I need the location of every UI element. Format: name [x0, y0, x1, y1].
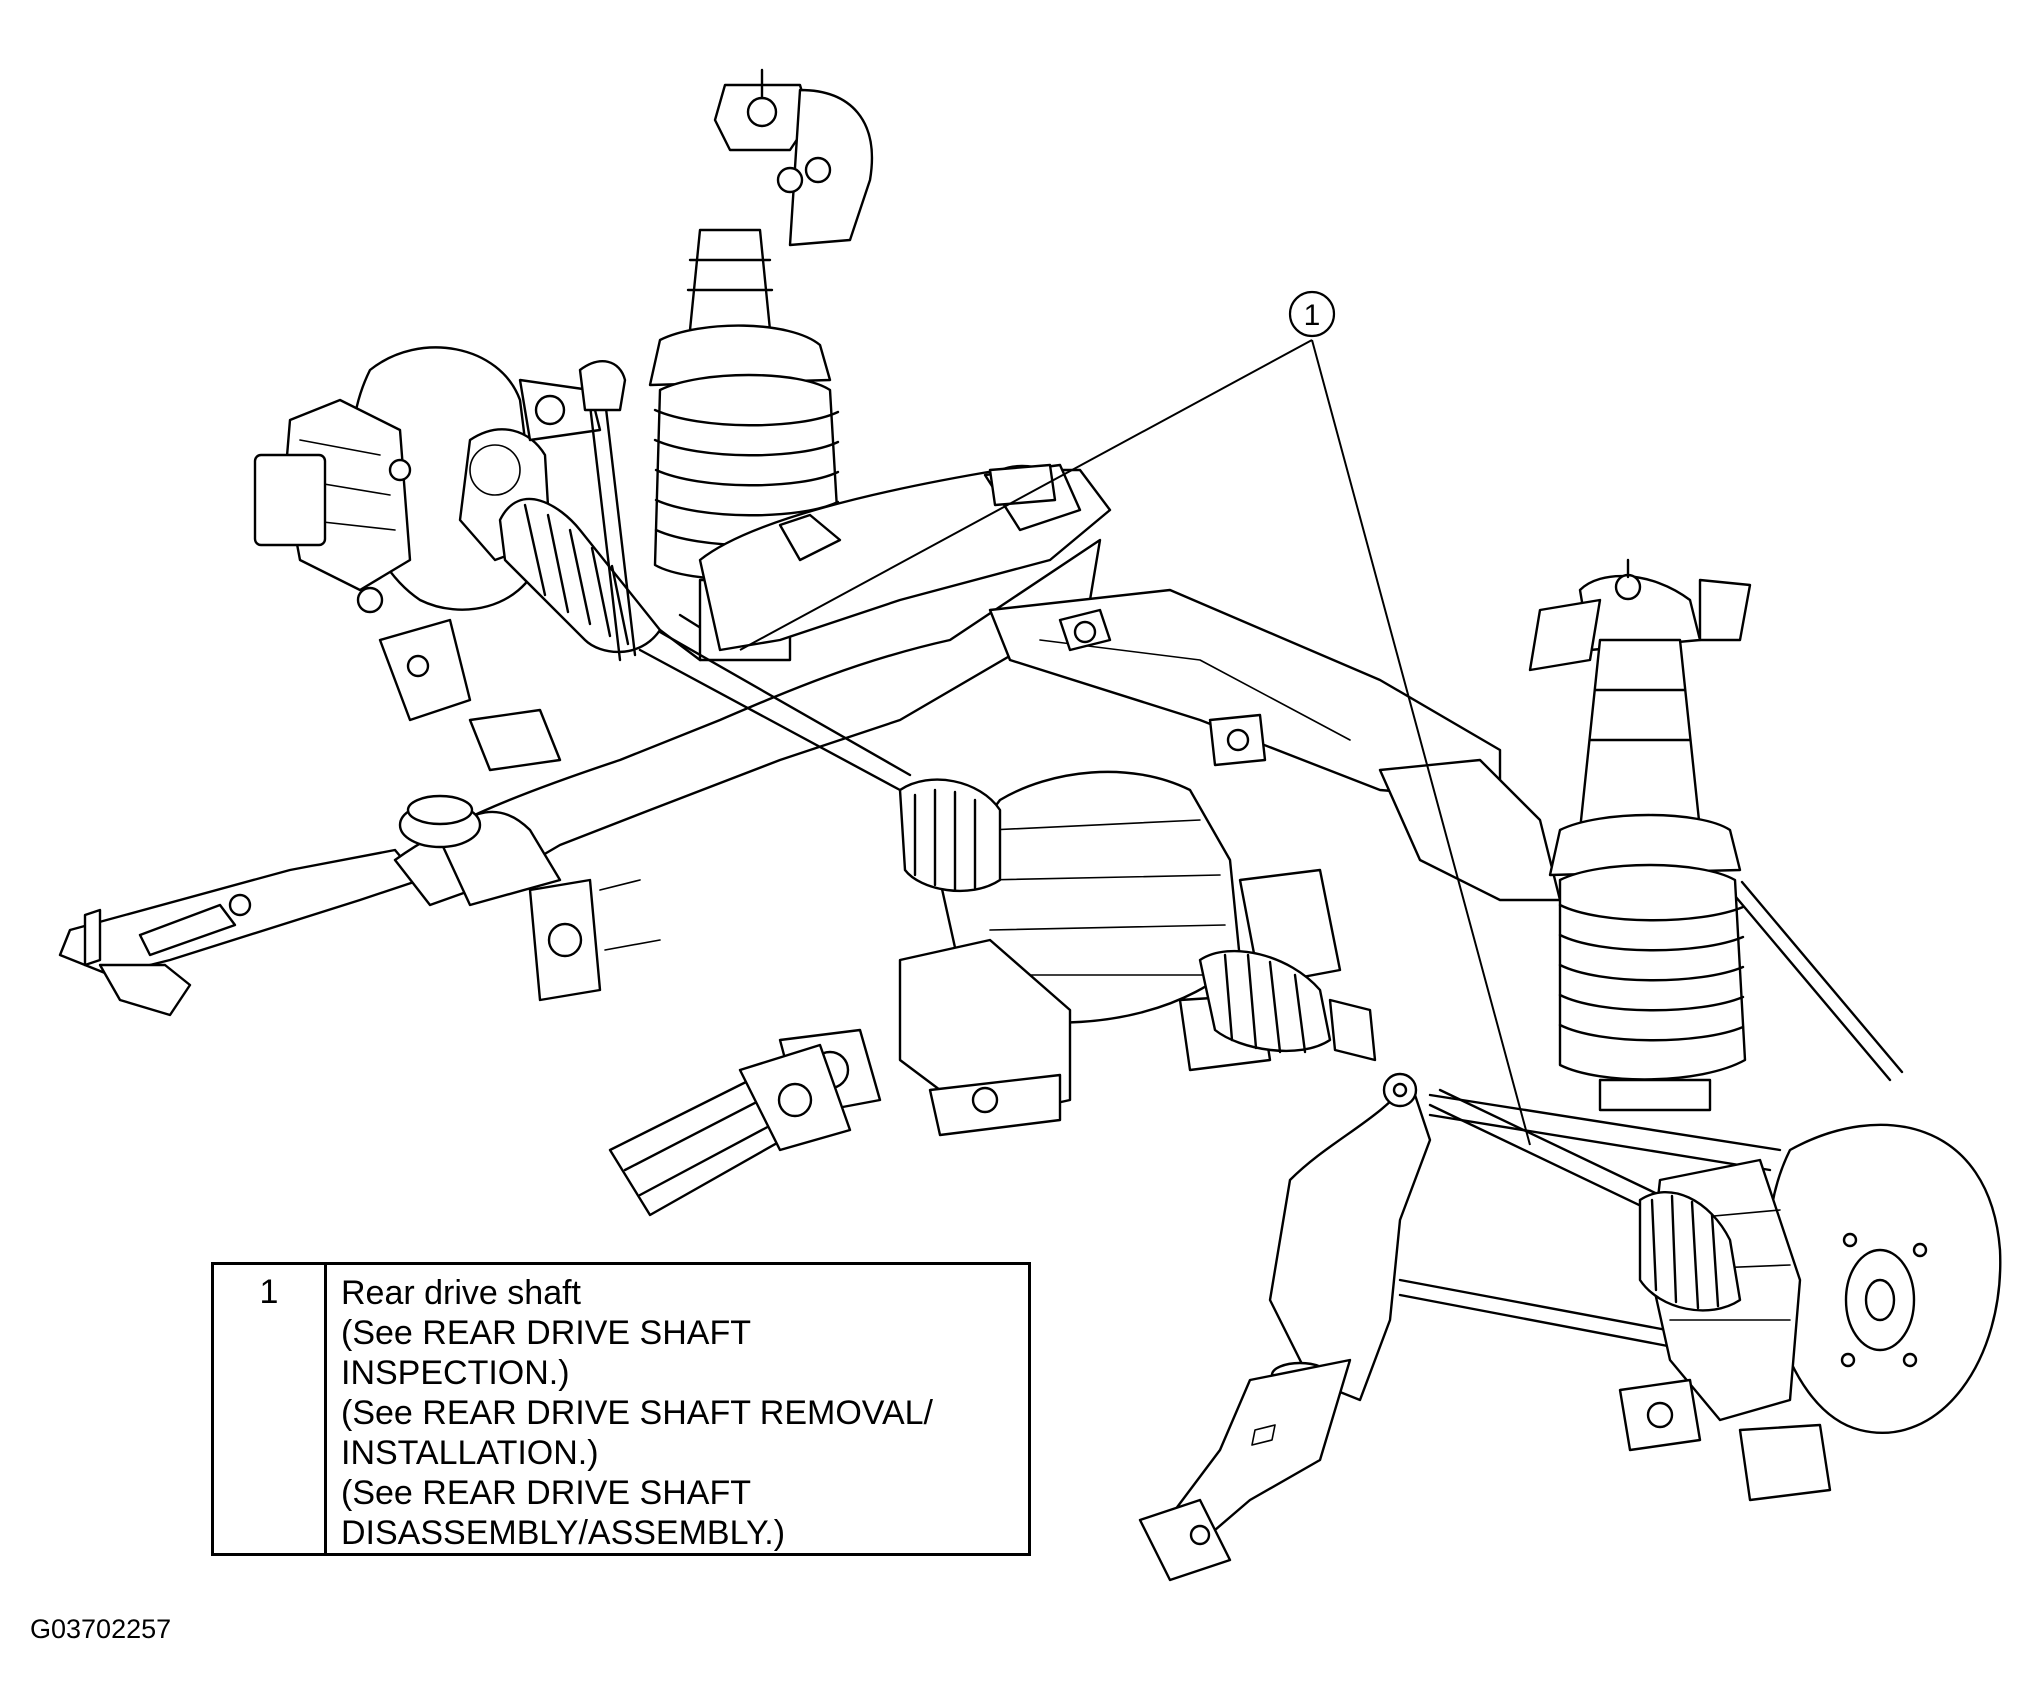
legend-line: INSTALLATION.) [341, 1434, 599, 1472]
legend-line: Rear drive shaft [341, 1274, 581, 1312]
legend-line: (See REAR DRIVE SHAFT REMOVAL/ [341, 1394, 933, 1432]
legend-line: DISASSEMBLY/ASSEMBLY.) [341, 1514, 786, 1552]
legend-line: (See REAR DRIVE SHAFT [341, 1474, 751, 1512]
legend-number: 1 [214, 1265, 327, 1553]
callout-leaders [740, 340, 1530, 1145]
legend-line: INSPECTION.) [341, 1354, 570, 1392]
legend-line: (See REAR DRIVE SHAFT [341, 1314, 751, 1352]
legend-table: 1 Rear drive shaft (See REAR DRIVE SHAFT… [211, 1262, 1031, 1556]
figure-id: G03702257 [30, 1614, 172, 1644]
legend-description: Rear drive shaft (See REAR DRIVE SHAFT I… [327, 1265, 1028, 1553]
right-hub-assembly [1620, 1125, 2000, 1500]
right-strut [1530, 560, 1750, 1110]
right-drive-shaft [1430, 1090, 1670, 1215]
center-cv-boot [900, 780, 1375, 1060]
rear-crossmember [990, 590, 1560, 900]
propeller-shaft [610, 1045, 850, 1215]
left-strut [650, 70, 872, 660]
callout-1: 1 [1290, 292, 1334, 336]
right-cv-boot [1640, 1192, 1740, 1310]
right-knuckle [1140, 1074, 1430, 1580]
left-upper-links [470, 361, 635, 770]
callout-number: 1 [1304, 299, 1321, 332]
left-drive-shaft [640, 632, 910, 790]
left-hub-assembly [255, 347, 600, 720]
